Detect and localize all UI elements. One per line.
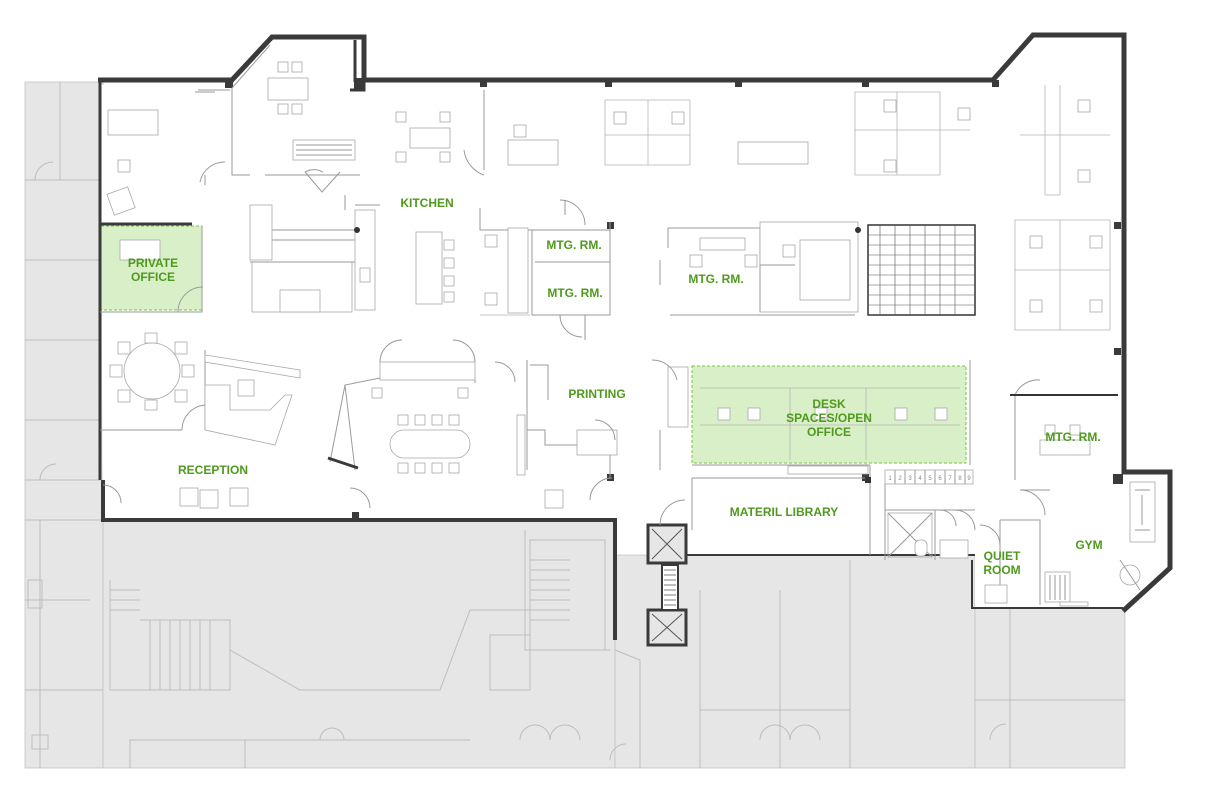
room-label-printing: PRINTING (568, 387, 625, 401)
locker-number: 7 (948, 476, 952, 482)
locker-number: 3 (908, 476, 912, 482)
room-label-quiet-room: QUIET (984, 549, 1021, 563)
room-label-desk-spaces: DESK (812, 397, 846, 411)
locker-number: 1 (888, 476, 892, 482)
room-label-desk-spaces-line3: OFFICE (807, 425, 851, 439)
room-label-quiet-room-line2: ROOM (983, 563, 1020, 577)
locker-number: 5 (928, 476, 932, 482)
room-label-mtg-rm: MTG. RM. (688, 272, 743, 286)
room-label-mtg-rm: MTG. RM. (1045, 430, 1100, 444)
interior-details (100, 44, 1156, 607)
locker-number: 8 (958, 476, 962, 482)
room-label-private-office: PRIVATE (128, 256, 178, 270)
room-label-private-office-line2: OFFICE (131, 270, 175, 284)
locker-number: 6 (938, 476, 942, 482)
west-neighbor-area (24, 81, 104, 769)
floor-area (100, 40, 1165, 608)
room-labels: KITCHEN PRIVATE OFFICE MTG. RM. MTG. RM.… (128, 196, 1103, 577)
elevator-core (646, 523, 688, 647)
room-label-kitchen: KITCHEN (400, 196, 453, 210)
room-label-material-library: MATERIL LIBRARY (730, 505, 838, 519)
room-label-desk-spaces-line2: SPACES/OPEN (786, 411, 872, 425)
locker-number: 2 (898, 476, 902, 482)
room-label-gym: GYM (1075, 538, 1102, 552)
neighbor-areas (24, 81, 1126, 769)
room-label-mtg-rm: MTG. RM. (546, 238, 601, 252)
room-label-reception: RECEPTION (178, 463, 248, 477)
locker-number: 9 (967, 476, 971, 482)
locker-numbers: 1 2 3 4 5 6 7 8 9 (888, 476, 971, 482)
desk-spaces-highlight (691, 365, 967, 464)
room-label-mtg-rm: MTG. RM. (547, 286, 602, 300)
locker-number: 4 (918, 476, 922, 482)
east-neighbor-area (974, 607, 1126, 769)
